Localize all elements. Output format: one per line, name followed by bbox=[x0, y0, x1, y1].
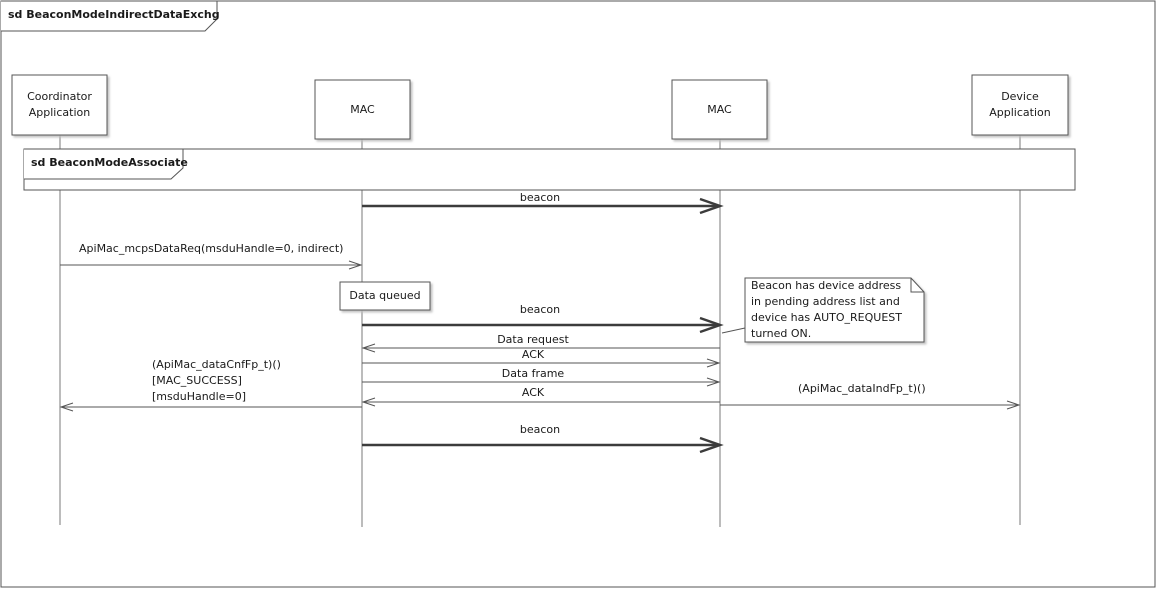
state-box-label-text: Data queued bbox=[349, 289, 421, 302]
msg-data-frame-arrowhead bbox=[706, 377, 721, 387]
msg-beacon1-arrowhead bbox=[699, 197, 724, 215]
state-box-label: Data queued bbox=[340, 282, 430, 310]
frame-title: sd BeaconModeIndirectDataExchg bbox=[8, 8, 220, 21]
ref-fragment-label: sd BeaconModeAssociate bbox=[31, 156, 188, 169]
lifeline-coord-label-line-2: Application bbox=[28, 106, 91, 119]
msg-data-request-arrowhead bbox=[361, 343, 376, 353]
msg-beacon2-label: beacon bbox=[519, 303, 561, 316]
lifeline-mac2-label-text: MAC bbox=[707, 102, 732, 116]
state-box bbox=[339, 281, 431, 311]
lifeline-device-label: Device Application bbox=[972, 75, 1068, 135]
note-fold bbox=[910, 278, 924, 293]
msg-cnf-label: (ApiMac_dataCnfFp_t)() [MAC_SUCCESS] [ms… bbox=[152, 357, 281, 405]
outer-frame-tag bbox=[1, 0, 218, 32]
lifeline-mac2-box bbox=[671, 79, 768, 140]
msg-beacon1-label: beacon bbox=[519, 191, 561, 204]
msg-data-frame-label: Data frame bbox=[501, 367, 565, 380]
ref-fragment-box bbox=[23, 148, 1076, 191]
note-connector bbox=[721, 327, 746, 334]
msg-data-req-api-arrowhead bbox=[348, 260, 363, 270]
msg-beacon3-label: beacon bbox=[519, 423, 561, 436]
note-text: Beacon has device address in pending add… bbox=[751, 279, 902, 340]
msg-cnf-label-line-2: [MAC_SUCCESS] bbox=[152, 374, 242, 387]
lifeline-coord-label-line-1: Coordinator bbox=[27, 90, 92, 103]
msg-data-request-label: Data request bbox=[497, 333, 569, 346]
lifeline-device-label-line-2: Application bbox=[989, 106, 1051, 119]
msg-ack1-label: ACK bbox=[521, 348, 545, 361]
lifeline-device-box bbox=[971, 74, 1069, 136]
lifeline-mac1-label: MAC bbox=[315, 80, 410, 139]
lifeline-coord-label: Coordinator Application bbox=[12, 75, 107, 135]
msg-cnf-label-line-1: (ApiMac_dataCnfFp_t)() bbox=[152, 358, 281, 371]
msg-cnf-arrowhead bbox=[59, 402, 74, 412]
lifeline-mac1-label-text: MAC bbox=[350, 102, 375, 116]
msg-ack1-arrowhead bbox=[706, 358, 721, 368]
msg-ind-label: (ApiMac_dataIndFp_t)() bbox=[798, 382, 926, 395]
msg-ack2-label: ACK bbox=[521, 386, 545, 399]
msg-data-req-api-label: ApiMac_mcpsDataReq(msduHandle=0, indirec… bbox=[79, 242, 344, 255]
lifeline-device-label-line-1: Device bbox=[1001, 90, 1039, 103]
lifeline-mac2-label: MAC bbox=[672, 80, 767, 139]
msg-ind-arrowhead bbox=[1006, 400, 1021, 410]
ref-fragment-tag bbox=[24, 148, 184, 180]
msg-beacon3-arrowhead bbox=[699, 436, 724, 454]
lifeline-mac1-box bbox=[314, 79, 411, 140]
msg-ack2-arrowhead bbox=[361, 397, 376, 407]
lifeline-coord-box bbox=[11, 74, 108, 136]
msg-beacon2-arrowhead bbox=[699, 316, 724, 334]
msg-cnf-label-line-3: [msduHandle=0] bbox=[152, 390, 246, 403]
note-box bbox=[744, 277, 925, 343]
